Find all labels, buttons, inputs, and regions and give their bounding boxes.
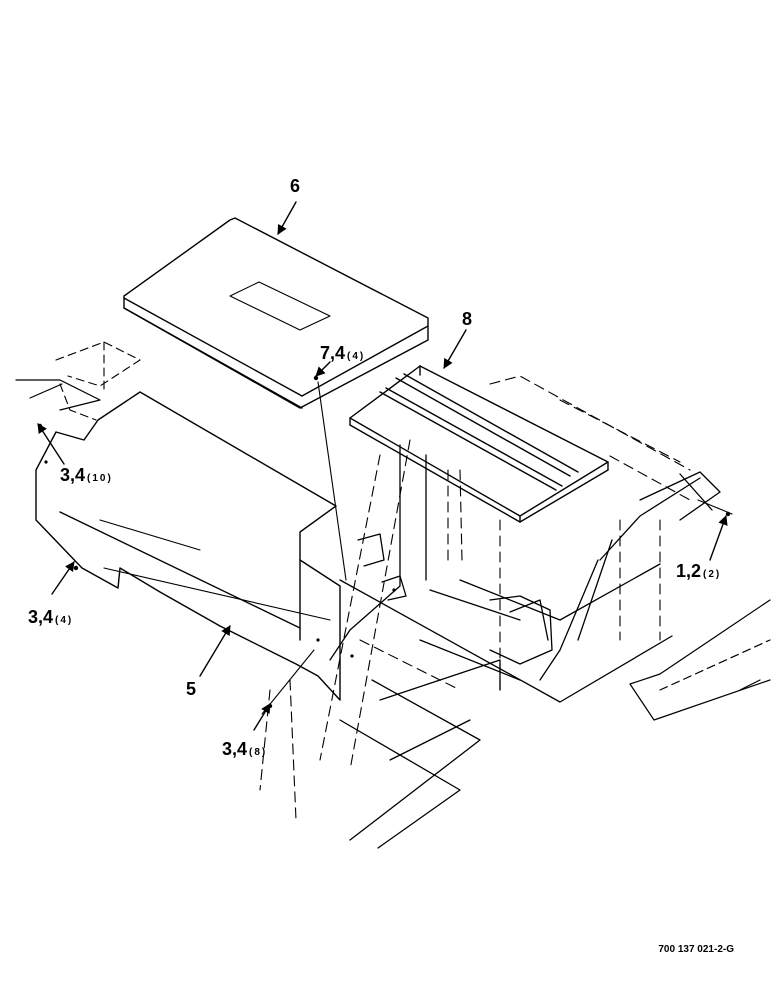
callout-6: 6 [290, 177, 302, 195]
top-cover-part-6 [123, 217, 429, 409]
drawing-number: 700 137 021-2-G [658, 944, 734, 955]
right-lower-frame [629, 599, 771, 721]
callout-5: 5 [186, 680, 198, 698]
callout-qty: (4) [55, 615, 74, 626]
callout-8: 8 [462, 310, 474, 328]
callout-number: 3,4 [28, 607, 54, 627]
grille-part-8 [349, 365, 609, 523]
callout-3-4-a: 3,4(10) [60, 466, 113, 484]
callout-number: 3,4 [60, 465, 86, 485]
callout-number: 6 [290, 176, 301, 196]
left-ghost-bracket [55, 341, 141, 421]
machine-frame [329, 444, 721, 849]
callout-number: 1,2 [676, 561, 702, 581]
fastener-dots [37, 375, 731, 709]
callout-3-4-b: 3,4(4) [28, 608, 73, 626]
callout-number: 3,4 [222, 739, 248, 759]
callout-arrows [37, 201, 728, 731]
leader-lines [99, 381, 733, 715]
callout-number: 5 [186, 679, 197, 699]
callout-1-2: 1,2(2) [676, 562, 721, 580]
callout-qty: (10) [87, 473, 113, 484]
callout-qty: (2) [703, 569, 722, 580]
callout-qty: (8) [249, 747, 268, 758]
callout-number: 8 [462, 309, 473, 329]
left-arrow-bracket [15, 379, 101, 411]
callout-number: 7,4 [320, 343, 346, 363]
callout-7-4: 7,4(4) [320, 344, 365, 362]
callout-3-4-c: 3,4(8) [222, 740, 267, 758]
callout-qty: (4) [347, 351, 366, 362]
